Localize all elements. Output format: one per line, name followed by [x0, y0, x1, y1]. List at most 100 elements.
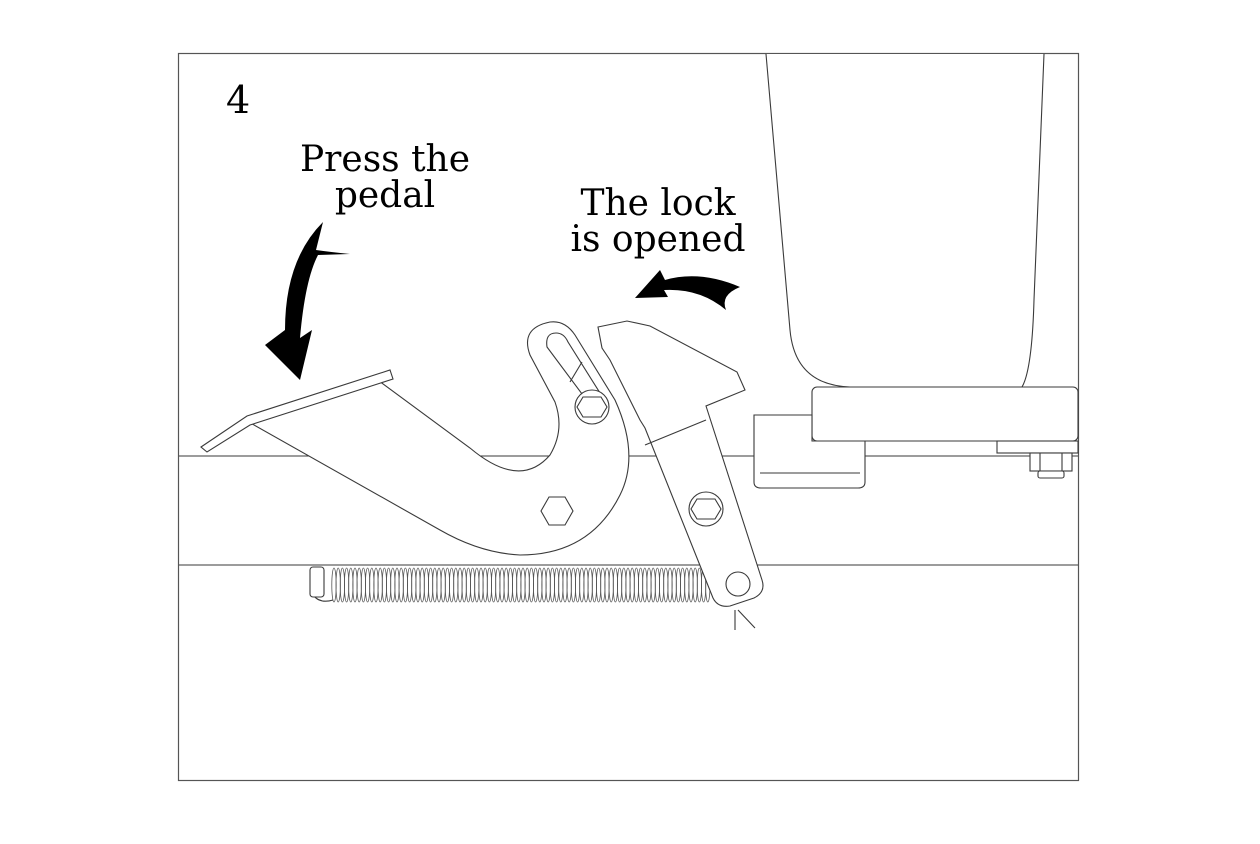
spring-coil: [478, 567, 484, 603]
spring-coil: [423, 567, 429, 603]
spring-coil: [436, 567, 442, 603]
curved-arrow-left-icon: [635, 270, 740, 310]
spring-coil: [553, 567, 560, 603]
spring-coil: [427, 567, 434, 603]
spring-coil: [616, 567, 623, 603]
spring-coil: [465, 567, 471, 603]
spring-coil: [667, 567, 673, 603]
spring-coil: [457, 567, 463, 603]
spring-hook: [309, 566, 334, 602]
spring-coil: [402, 567, 408, 603]
spring-coil: [461, 567, 467, 603]
spring-coil: [352, 567, 358, 603]
spring-coil: [537, 567, 543, 603]
spring-coil: [671, 567, 677, 603]
spring-coil: [612, 567, 619, 603]
spring-coil: [629, 567, 635, 603]
spring-coil: [444, 567, 450, 603]
spring-coil: [524, 567, 530, 603]
spring-coil: [625, 567, 631, 603]
spring-coil: [558, 567, 564, 603]
spring-coil: [658, 567, 665, 603]
spring-coil: [356, 567, 362, 603]
spring-coil: [541, 567, 547, 603]
spring-coil: [591, 567, 598, 603]
spring-coil: [570, 567, 577, 603]
spring-coil: [406, 567, 413, 603]
spring-coil: [566, 567, 572, 603]
spring-coil: [394, 567, 400, 603]
spring-coil: [520, 567, 526, 603]
spring-coil: [633, 567, 640, 603]
spring-coil: [562, 567, 568, 603]
spring-coil: [692, 567, 698, 603]
spring-coil: [684, 567, 690, 603]
cotter-pin: [734, 609, 756, 630]
spring-coil: [335, 567, 341, 603]
spring-coil: [545, 567, 551, 603]
bolt-icon: [574, 389, 610, 425]
spring-coil: [579, 567, 585, 603]
spring-coil: [469, 567, 476, 603]
base-plate: [811, 386, 1079, 442]
spring-coil: [343, 567, 350, 603]
spring-coil: [516, 567, 522, 603]
spring-coil: [574, 567, 581, 603]
spring-coil: [486, 567, 492, 603]
spring-coil: [364, 567, 371, 603]
spring-coil: [453, 567, 459, 603]
bolt-icon: [540, 496, 574, 526]
spring-coil: [495, 567, 501, 603]
spring-coil: [688, 567, 694, 603]
spring-coil: [642, 567, 648, 603]
spring-coil: [507, 567, 513, 603]
bolt-icon: [688, 491, 724, 527]
spring-coil: [385, 567, 392, 603]
spring-coil: [390, 567, 396, 603]
spring-coil: [339, 567, 345, 603]
base-foot: [996, 440, 1079, 454]
spring-coil: [373, 567, 379, 603]
spring-coil: [360, 567, 366, 603]
lock-label-line1: The lock: [580, 183, 736, 224]
spring-coil: [621, 567, 627, 603]
spring-coil: [331, 567, 337, 603]
base-bracket: [753, 414, 866, 489]
lock-label-line2: is opened: [571, 219, 746, 260]
lock-latch: [597, 320, 764, 607]
step-number: 4: [226, 78, 250, 122]
spring-coil: [369, 567, 375, 603]
spring-coil: [549, 567, 556, 603]
press-label-line1: Press the: [300, 139, 470, 180]
spring-coil: [499, 567, 505, 603]
spring-coil: [411, 567, 417, 603]
spring-coil: [348, 567, 354, 603]
spring-coil: [528, 567, 535, 603]
spring-coil: [474, 567, 480, 603]
spring-coil: [415, 567, 421, 603]
spring-coil: [490, 567, 497, 603]
spring-coil: [587, 567, 593, 603]
spring-coil: [646, 567, 652, 603]
spring-coil: [503, 567, 509, 603]
latch-pin: [725, 571, 751, 597]
spring-coil: [448, 567, 455, 603]
nut-icon: [1029, 452, 1073, 479]
spring-coil: [600, 567, 606, 603]
spring-coil: [637, 567, 644, 603]
curved-arrow-down-icon: [265, 222, 350, 380]
spring-coil: [482, 567, 488, 603]
spring-coil: [583, 567, 589, 603]
pedal-arm: [245, 321, 630, 556]
spring: [331, 567, 711, 603]
press-label-line2: pedal: [335, 175, 435, 216]
spring-coil: [608, 567, 614, 603]
tub-body: [765, 53, 1045, 388]
spring-coil: [696, 567, 703, 603]
spring-coil: [654, 567, 661, 603]
spring-coil: [663, 567, 669, 603]
pedal-plate: [200, 369, 394, 453]
slot-rod: [569, 361, 583, 383]
spring-coil: [419, 567, 425, 603]
